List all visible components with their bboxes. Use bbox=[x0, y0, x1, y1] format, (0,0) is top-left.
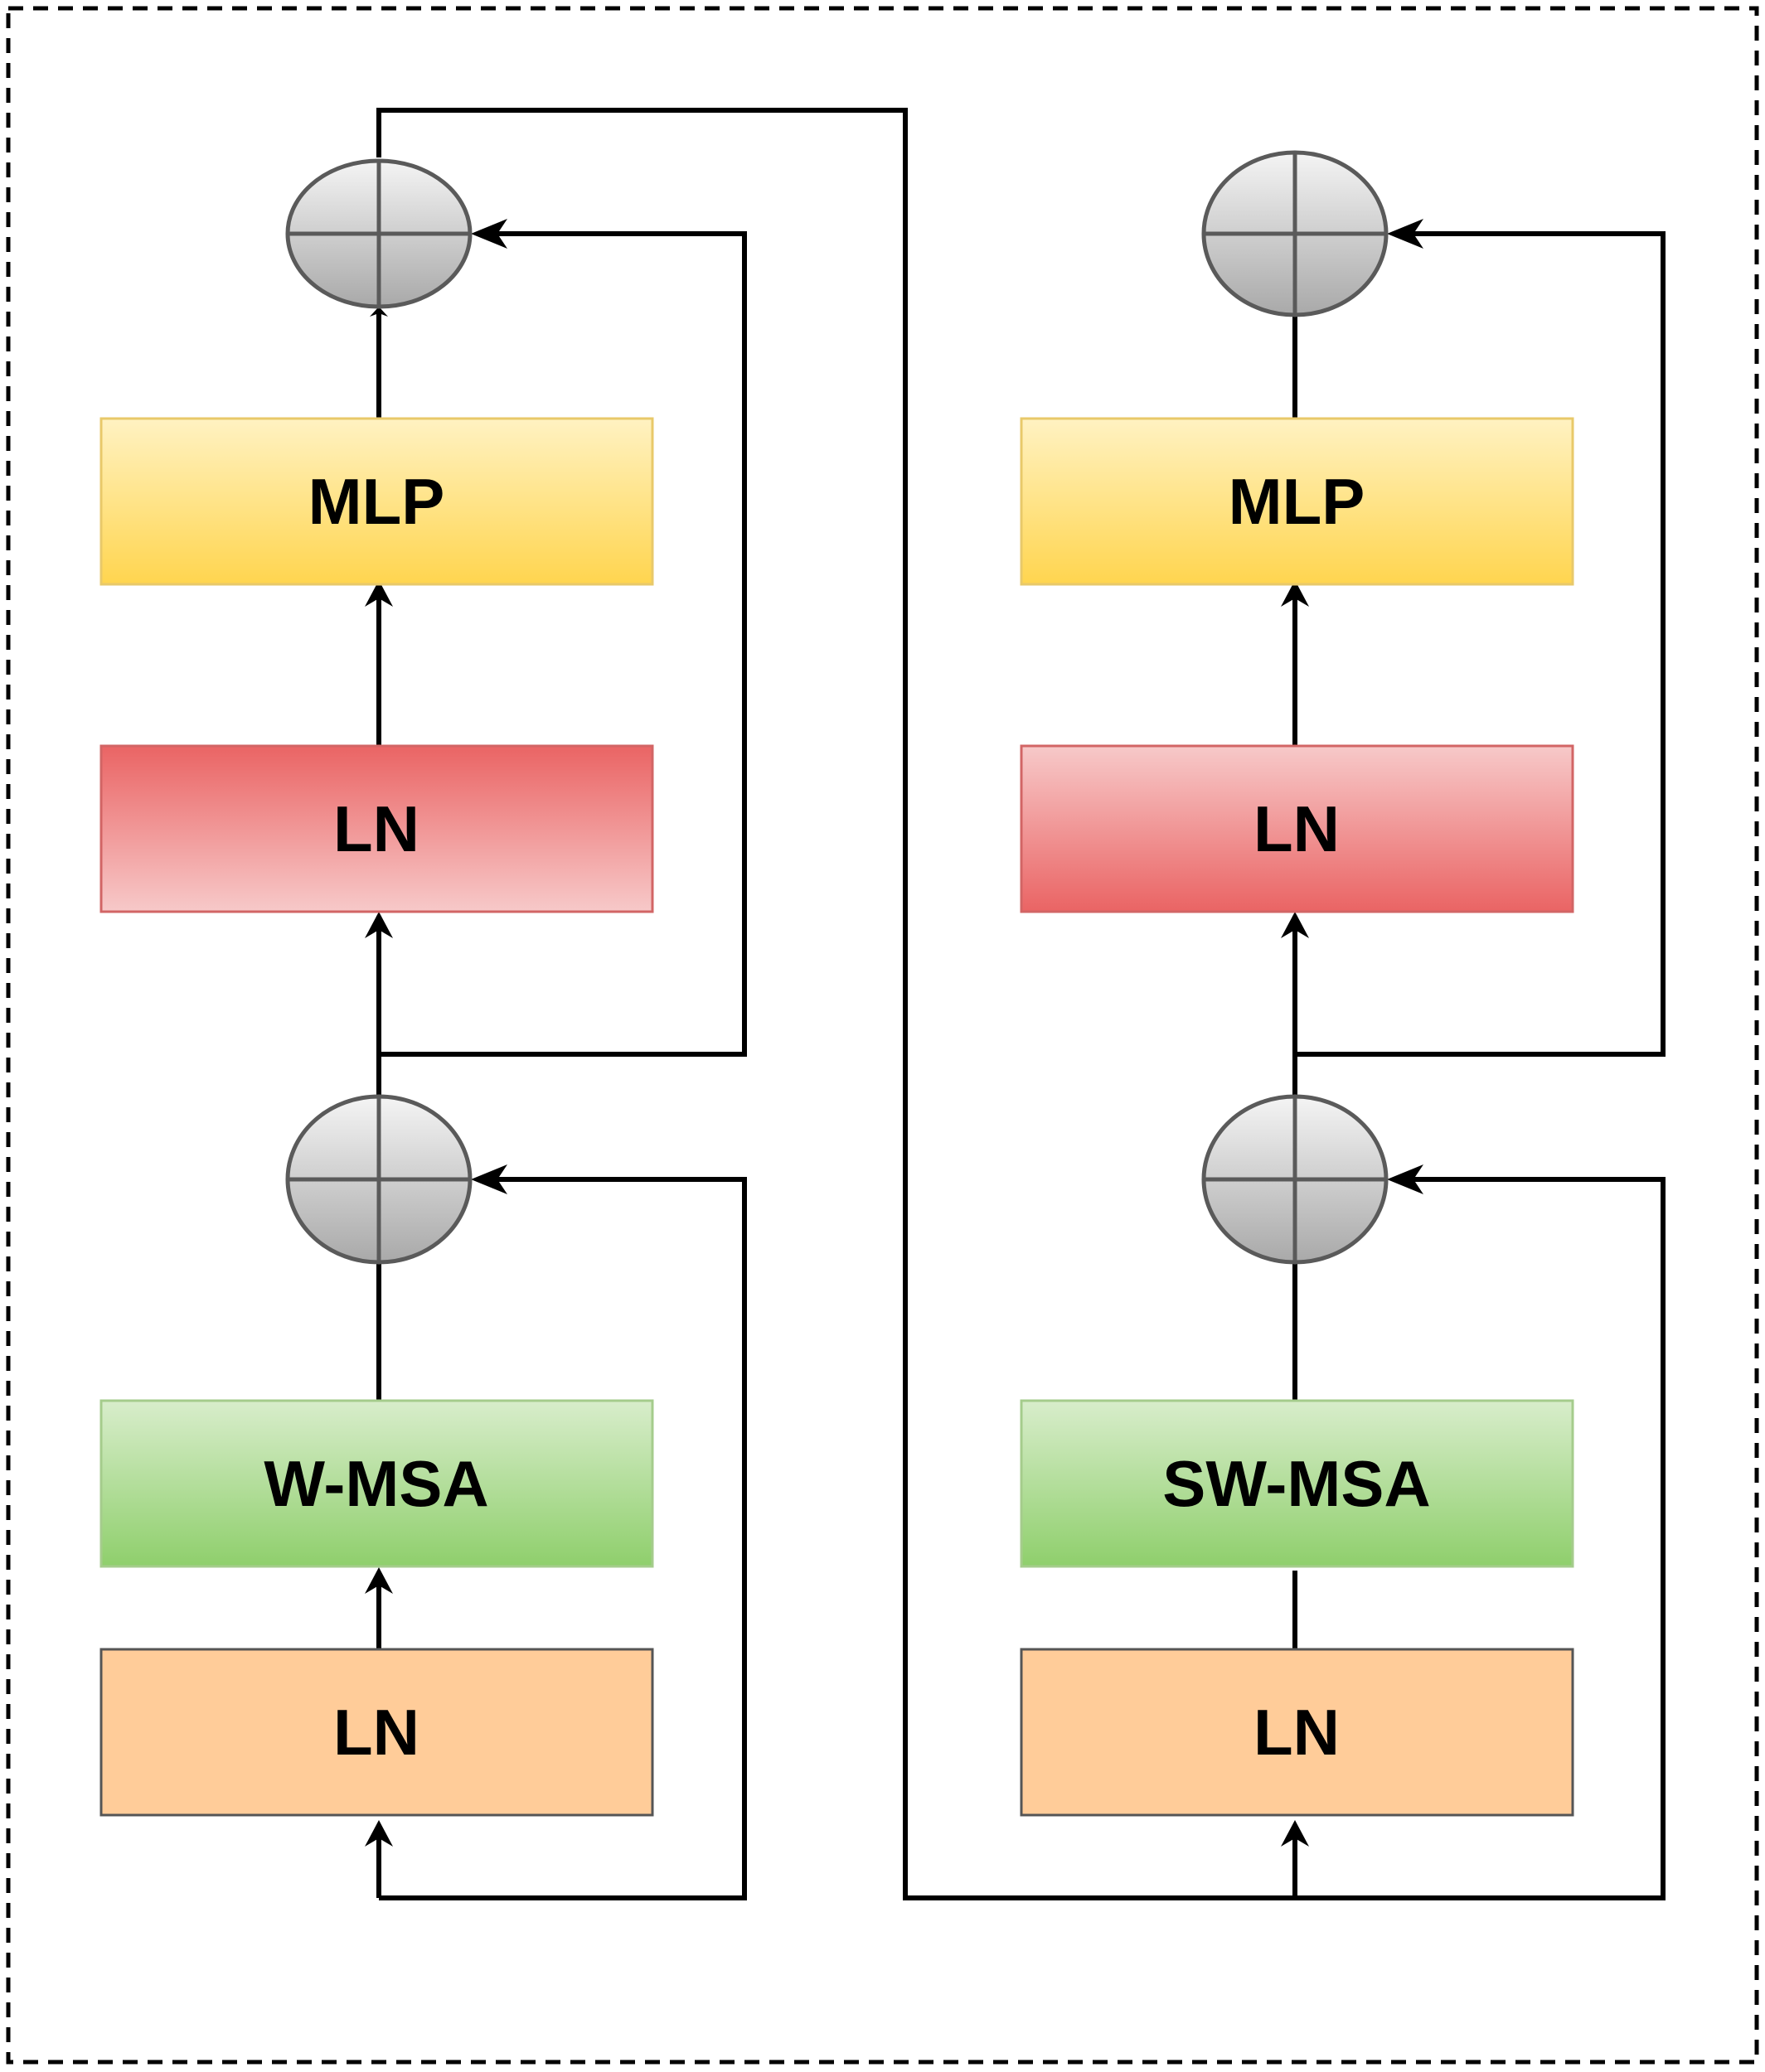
right-ln-mid-box bbox=[1020, 744, 1574, 913]
arrow-up-icon bbox=[365, 912, 393, 938]
outer-frame bbox=[6, 6, 1759, 2065]
left-bottom-adder-icon bbox=[285, 1094, 473, 1265]
arrow-left-icon bbox=[471, 1164, 507, 1194]
left-ln-bottom-label: LN bbox=[333, 1696, 419, 1769]
left-attention-box bbox=[99, 1399, 654, 1568]
arrow-up-icon bbox=[1281, 580, 1309, 607]
right-top-adder-icon bbox=[1201, 150, 1389, 317]
right-ln-bottom-label: LN bbox=[1253, 1696, 1340, 1769]
left-ln-mid-label: LN bbox=[333, 792, 419, 865]
arrow-left-icon bbox=[1387, 1164, 1423, 1194]
right-bottom-adder-icon bbox=[1201, 1094, 1389, 1265]
left-mlp-box bbox=[99, 417, 654, 586]
arrow-up-icon bbox=[1281, 1820, 1309, 1847]
right-transformer-block: MLP LN SW-MSA LN bbox=[1020, 150, 1574, 1817]
right-mlp-box bbox=[1020, 417, 1574, 586]
left-ln-mid-box bbox=[99, 744, 654, 913]
arrow-up-icon bbox=[365, 1820, 393, 1847]
arrow-up-icon bbox=[365, 580, 393, 607]
left-ln-bottom-box bbox=[99, 1648, 654, 1817]
arrow-left-icon bbox=[1387, 219, 1423, 249]
right-attention-label: SW-MSA bbox=[1162, 1447, 1430, 1520]
arrow-up-icon bbox=[365, 1567, 393, 1594]
left-top-adder-icon bbox=[285, 158, 473, 309]
right-mlp-label: MLP bbox=[1229, 465, 1365, 538]
left-transformer-block: MLP LN W-MSA LN bbox=[99, 158, 654, 1817]
right-attention-box bbox=[1020, 1399, 1574, 1568]
arrowheads bbox=[365, 219, 1423, 1847]
arrow-up-icon bbox=[1281, 912, 1309, 938]
arrow-up-icon bbox=[370, 307, 388, 317]
left-attention-label: W-MSA bbox=[264, 1447, 488, 1520]
left-mlp-label: MLP bbox=[308, 465, 445, 538]
right-ln-bottom-box bbox=[1020, 1648, 1574, 1817]
connection-wires bbox=[376, 108, 1666, 1900]
arrow-left-icon bbox=[471, 219, 507, 249]
right-ln-mid-label: LN bbox=[1253, 792, 1340, 865]
